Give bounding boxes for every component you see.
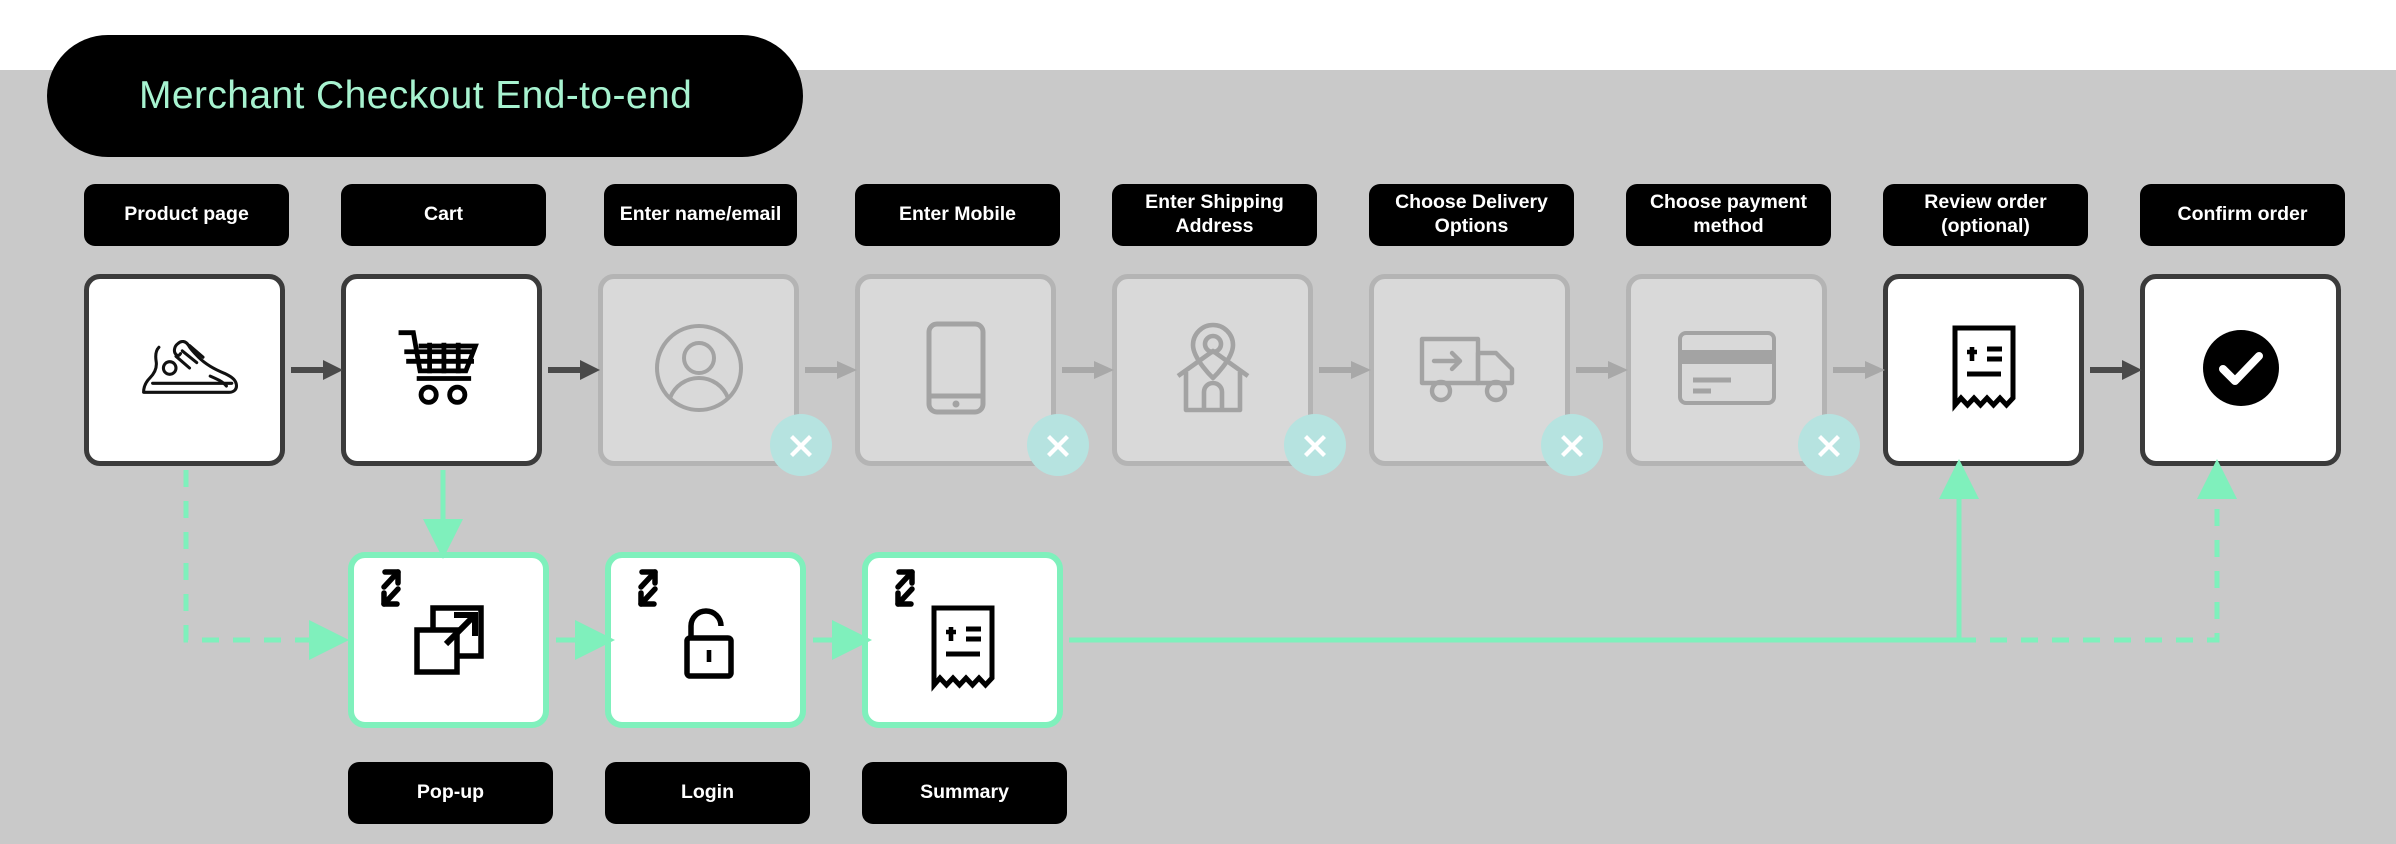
close-icon <box>1561 435 1583 457</box>
arrow-delivery-options-to-payment-method <box>1576 359 1628 381</box>
arrow-shipping-address-to-delivery-options <box>1319 359 1371 381</box>
api-card-summary[interactable] <box>862 552 1063 728</box>
skip-badge-choose-payment-method[interactable] <box>1798 414 1860 476</box>
skip-badge-enter-shipping-address[interactable] <box>1284 414 1346 476</box>
step-label-cart[interactable]: Cart <box>341 184 546 246</box>
api-card-popup[interactable] <box>348 552 549 728</box>
close-icon <box>1047 435 1069 457</box>
skip-badge-enter-name-email[interactable] <box>770 414 832 476</box>
step-label-review-order[interactable]: Review order (optional) <box>1883 184 2088 246</box>
close-icon <box>1818 435 1840 457</box>
page-title: Merchant Checkout End-to-end <box>139 74 693 117</box>
api-card-login[interactable] <box>605 552 806 728</box>
arrow-product-page-to-cart <box>291 359 343 381</box>
step-card-choose-payment-method[interactable] <box>1626 274 1827 466</box>
code-brackets-icon <box>368 568 414 613</box>
step-card-enter-shipping-address[interactable] <box>1112 274 1313 466</box>
step-card-product-page[interactable] <box>84 274 285 466</box>
step-label-product-page[interactable]: Product page <box>84 184 289 246</box>
receipt-icon <box>868 604 1057 692</box>
receipt-icon <box>1951 324 2017 417</box>
step-label-summary[interactable]: Summary <box>862 762 1067 824</box>
delivery-truck-icon <box>1418 331 1522 410</box>
diagram-title-pill: Merchant Checkout End-to-end <box>47 35 803 157</box>
code-brackets-icon <box>625 568 671 613</box>
step-label-login[interactable]: Login <box>605 762 810 824</box>
step-card-enter-mobile[interactable] <box>855 274 1056 466</box>
step-label-popup[interactable]: Pop-up <box>348 762 553 824</box>
arrow-cart-to-enter-name-email <box>548 359 600 381</box>
step-label-enter-name-email[interactable]: Enter name/email <box>604 184 797 246</box>
step-card-cart[interactable] <box>341 274 542 466</box>
step-card-enter-name-email[interactable] <box>598 274 799 466</box>
unlock-icon <box>611 604 800 680</box>
shopping-cart-icon <box>398 326 486 415</box>
check-circle-icon <box>2202 329 2279 411</box>
step-card-confirm-order[interactable] <box>2140 274 2341 466</box>
step-label-choose-delivery-options[interactable]: Choose Delivery Options <box>1369 184 1574 246</box>
step-label-confirm-order[interactable]: Confirm order <box>2140 184 2345 246</box>
skip-badge-enter-mobile[interactable] <box>1027 414 1089 476</box>
close-icon <box>790 435 812 457</box>
step-label-enter-mobile[interactable]: Enter Mobile <box>855 184 1060 246</box>
code-brackets-icon <box>882 568 928 613</box>
external-link-icon <box>354 604 543 676</box>
step-card-choose-delivery-options[interactable] <box>1369 274 1570 466</box>
step-card-review-order[interactable] <box>1883 274 2084 466</box>
arrow-review-order-to-confirm-order <box>2090 359 2142 381</box>
arrow-enter-mobile-to-shipping-address <box>1062 359 1114 381</box>
close-icon <box>1304 435 1326 457</box>
sneaker-icon <box>131 333 239 408</box>
user-circle-icon <box>653 322 745 419</box>
arrow-enter-name-email-to-enter-mobile <box>805 359 857 381</box>
skip-badge-choose-delivery-options[interactable] <box>1541 414 1603 476</box>
arrow-payment-method-to-review-order <box>1833 359 1885 381</box>
credit-card-icon <box>1677 330 1777 411</box>
mobile-phone-icon <box>925 320 987 421</box>
step-label-enter-shipping-address[interactable]: Enter Shipping Address <box>1112 184 1317 246</box>
step-label-choose-payment-method[interactable]: Choose payment method <box>1626 184 1831 246</box>
home-pin-icon <box>1166 320 1260 421</box>
